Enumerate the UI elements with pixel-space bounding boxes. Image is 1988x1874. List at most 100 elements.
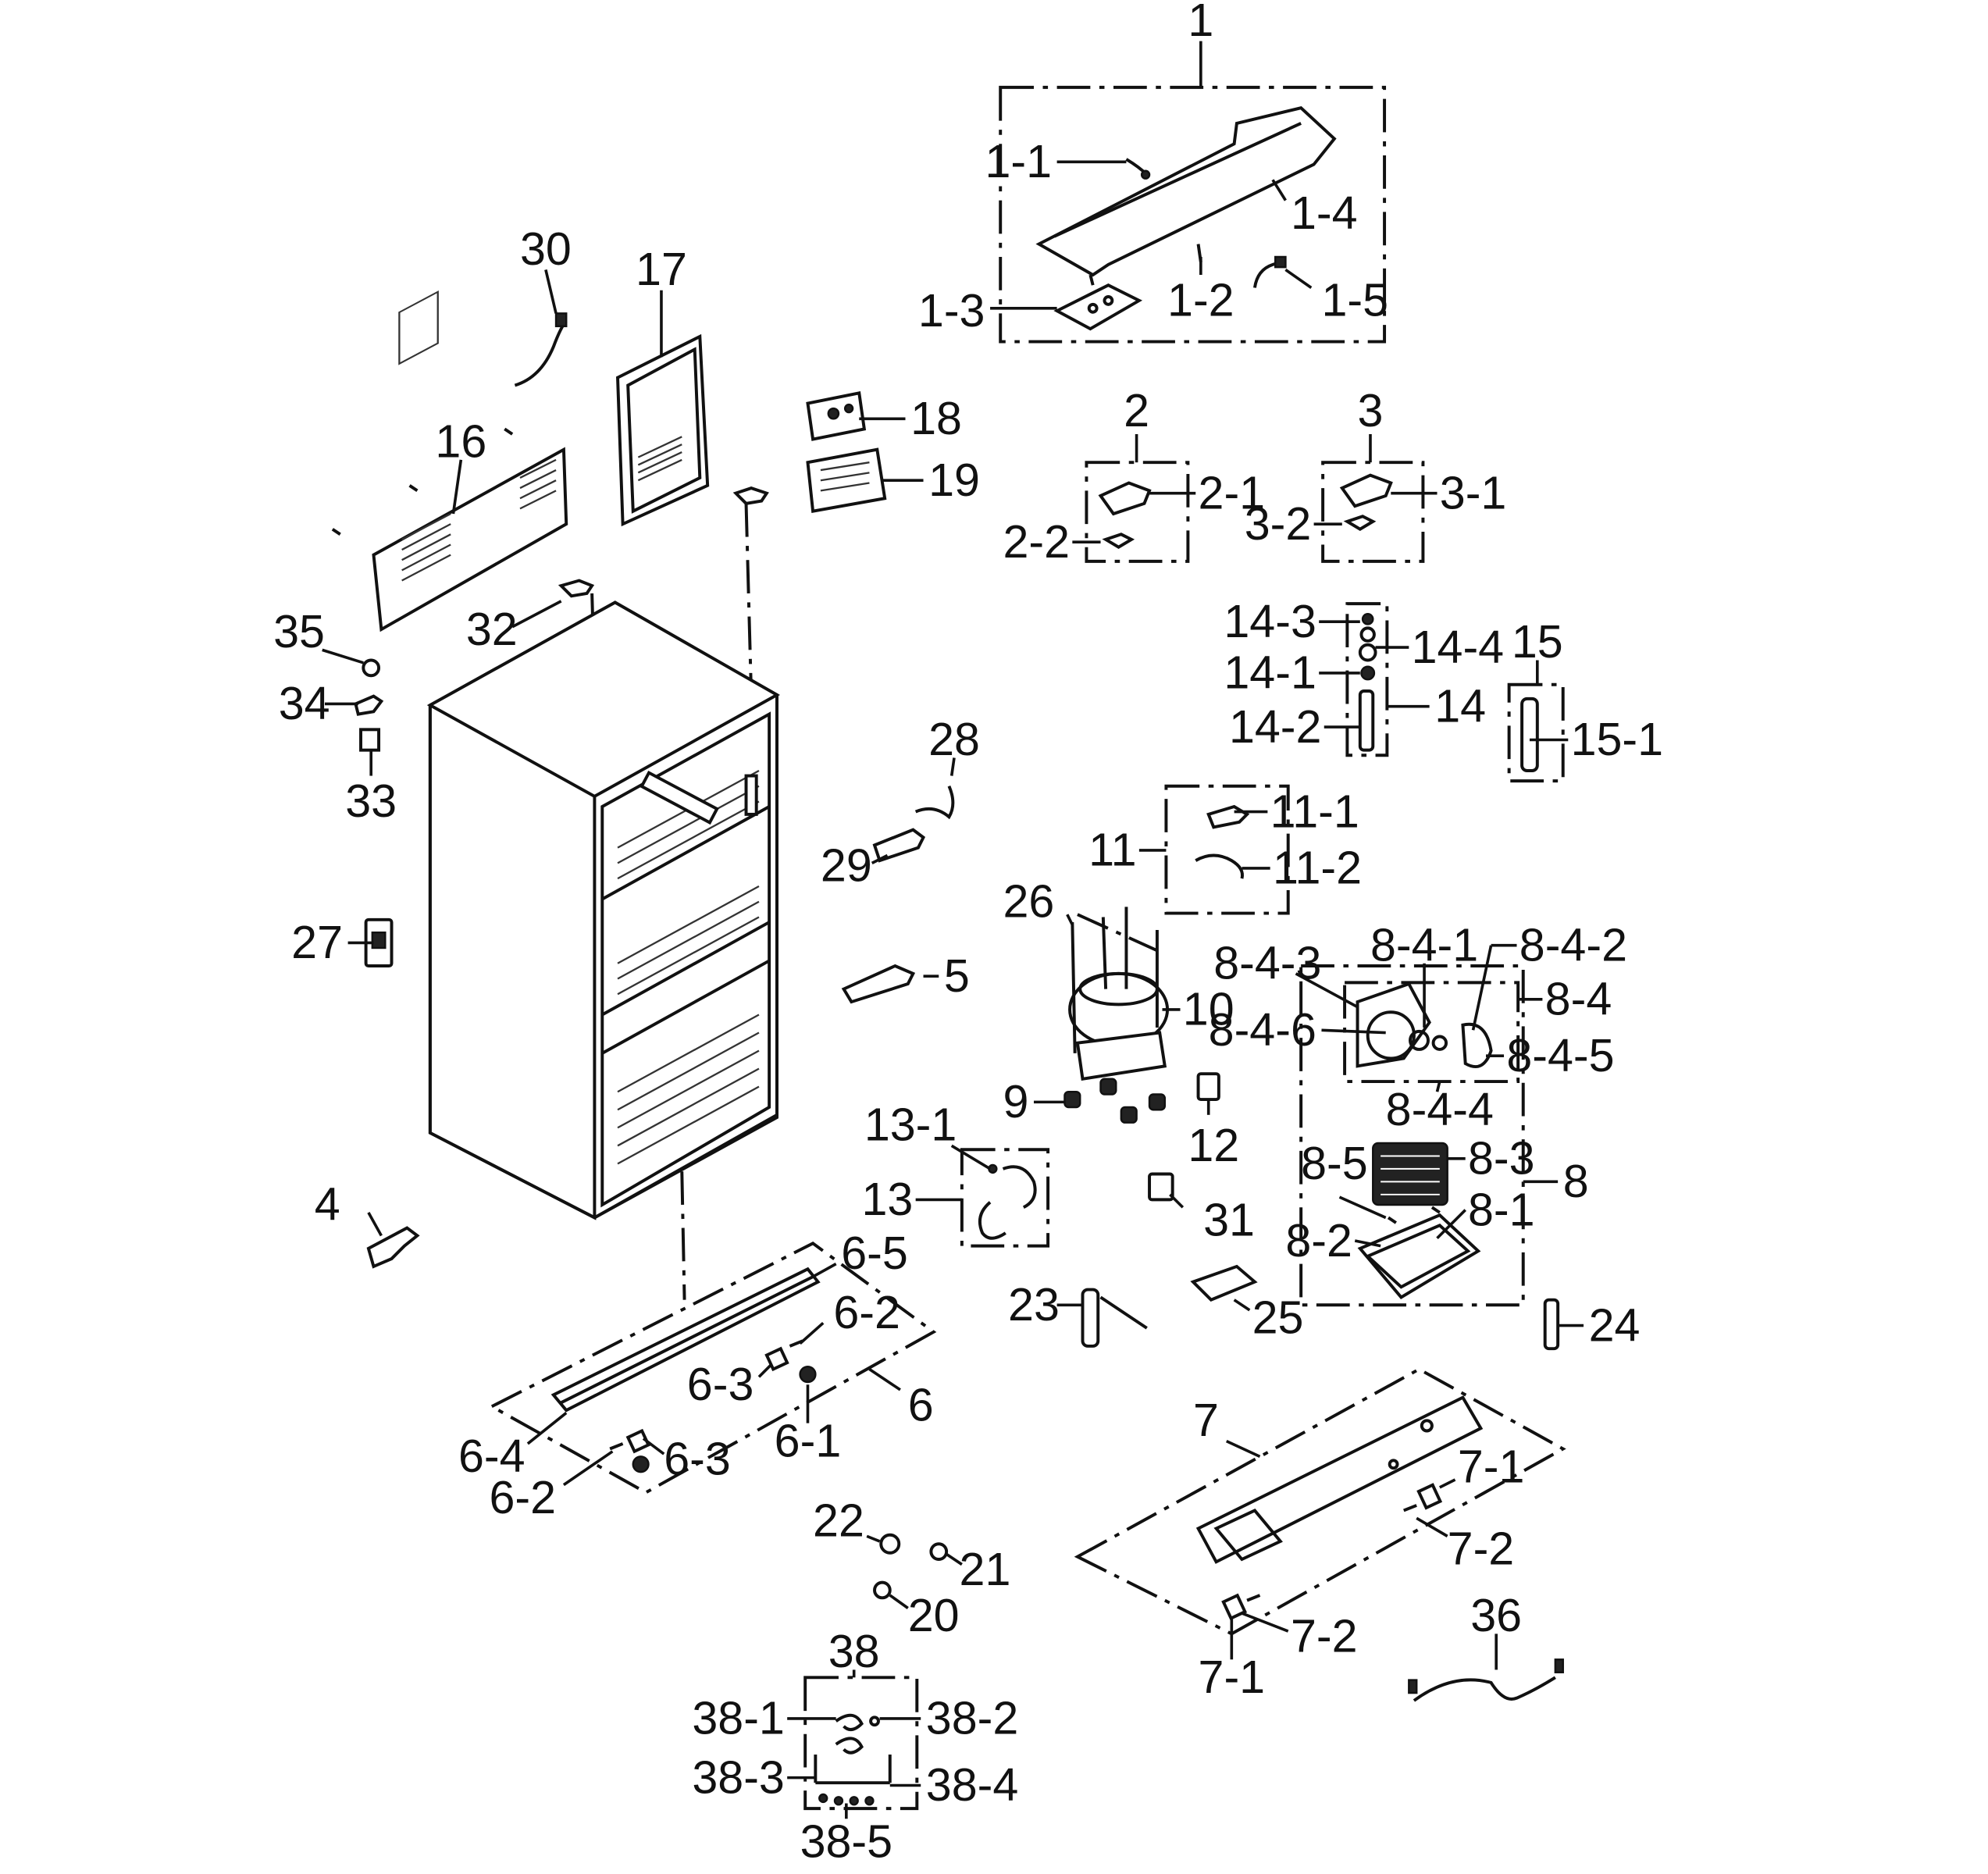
label-25: 25 — [1252, 1291, 1304, 1343]
label-6-3-upper: 6-3 — [687, 1358, 754, 1410]
refrigerator-cabinet — [426, 600, 781, 1220]
label-1: 1 — [1188, 0, 1213, 46]
label-8-4-5: 8-4-5 — [1506, 1029, 1614, 1081]
part-28-wire — [914, 785, 955, 820]
part-9-mounts — [1063, 1078, 1167, 1124]
label-23: 23 — [1008, 1278, 1060, 1331]
label-29: 29 — [821, 839, 872, 891]
label-32: 32 — [466, 603, 518, 655]
part-21 — [929, 1542, 949, 1561]
part-labels: 1 1-1 1-2 1-3 1-4 1-5 2 2-1 2-2 3 3-1 3-… — [273, 0, 1663, 1868]
part-2-1 — [1098, 481, 1152, 516]
label-16: 16 — [435, 415, 486, 468]
label-8-4-6: 8-4-6 — [1209, 1003, 1316, 1056]
label-1-2: 1-2 — [1167, 274, 1234, 326]
part-3-1 — [1339, 473, 1393, 508]
label-2: 2 — [1124, 384, 1149, 436]
group-box-38 — [803, 1676, 919, 1811]
label-11-1: 11-1 — [1270, 785, 1359, 837]
label-15-1: 15-1 — [1571, 713, 1664, 765]
label-7-1-lower: 7-1 — [1199, 1651, 1266, 1703]
part-35 — [362, 658, 381, 678]
label-8-1: 8-1 — [1468, 1183, 1535, 1235]
label-6-3-lower: 6-3 — [664, 1432, 731, 1484]
label-38: 38 — [828, 1625, 880, 1677]
part-29 — [872, 828, 926, 863]
part-2-2 — [1102, 533, 1135, 550]
part-38-assembly — [814, 1713, 892, 1806]
label-27: 27 — [291, 916, 343, 968]
label-34: 34 — [279, 677, 330, 729]
part-1-cover — [1035, 106, 1337, 331]
label-14-2: 14-2 — [1229, 700, 1322, 753]
part-24 — [1543, 1298, 1560, 1351]
label-9: 9 — [1003, 1075, 1028, 1128]
label-1-3: 1-3 — [918, 284, 985, 337]
label-6-2-lower: 6-2 — [489, 1471, 556, 1523]
part-14-assembly — [1358, 613, 1377, 752]
label-8-4-2: 8-4-2 — [1520, 918, 1627, 971]
part-15-1 — [1520, 697, 1539, 772]
part-34 — [354, 694, 384, 716]
label-20: 20 — [908, 1589, 960, 1641]
label-6-2-upper: 6-2 — [833, 1286, 900, 1338]
label-4: 4 — [315, 1178, 340, 1231]
part-16-panel — [331, 290, 568, 632]
part-20 — [873, 1580, 892, 1600]
part-30-wire — [514, 319, 568, 387]
label-6-5: 6-5 — [841, 1227, 908, 1279]
part-11-2 — [1195, 853, 1244, 879]
label-6-1: 6-1 — [775, 1414, 842, 1466]
group-box-14 — [1345, 602, 1389, 757]
label-26: 26 — [1003, 875, 1054, 928]
label-21: 21 — [960, 1543, 1011, 1595]
group-box-2 — [1085, 461, 1190, 563]
label-14: 14 — [1434, 679, 1486, 732]
label-14-1: 14-1 — [1224, 647, 1316, 699]
label-8-3: 8-3 — [1468, 1131, 1535, 1184]
label-8-4-1: 8-4-1 — [1370, 918, 1478, 971]
label-22: 22 — [813, 1494, 864, 1546]
part-18-pcb — [806, 391, 867, 441]
label-13: 13 — [862, 1173, 914, 1225]
label-2-1: 2-1 — [1199, 466, 1266, 518]
part-6-rail — [550, 1267, 821, 1473]
part-30-connector — [554, 312, 568, 328]
group-box-11 — [1164, 784, 1290, 915]
label-35: 35 — [273, 605, 325, 657]
label-11-2: 11-2 — [1273, 842, 1362, 894]
part-32-hinge — [558, 579, 595, 598]
label-6-4: 6-4 — [458, 1430, 526, 1482]
group-box-3 — [1321, 461, 1425, 563]
part-36-wire — [1413, 1676, 1556, 1702]
label-11: 11 — [1088, 824, 1136, 876]
label-10: 10 — [1183, 983, 1234, 1035]
label-38-3: 38-3 — [692, 1751, 785, 1803]
label-7-2-upper: 7-2 — [1448, 1523, 1515, 1575]
label-5: 5 — [944, 949, 970, 1002]
part-4 — [366, 1226, 420, 1269]
part-33 — [359, 728, 381, 752]
part-10-compressor — [1068, 907, 1170, 1081]
label-15: 15 — [1512, 615, 1563, 668]
label-12: 12 — [1188, 1119, 1239, 1171]
part-11-1 — [1206, 804, 1250, 829]
label-1-1: 1-1 — [985, 135, 1052, 187]
part-23 — [1081, 1288, 1148, 1348]
label-8-5: 8-5 — [1301, 1137, 1368, 1189]
part-3-2 — [1343, 515, 1377, 532]
part-31 — [1148, 1172, 1174, 1202]
label-38-4: 38-4 — [926, 1758, 1019, 1811]
label-7: 7 — [1193, 1394, 1219, 1446]
label-31: 31 — [1203, 1193, 1255, 1245]
part-8-assembly — [1356, 982, 1493, 1299]
label-8-4: 8-4 — [1545, 973, 1612, 1025]
label-14-3: 14-3 — [1224, 595, 1316, 647]
label-7-2-lower: 7-2 — [1291, 1609, 1358, 1662]
label-2-2: 2-2 — [1003, 515, 1070, 568]
label-17: 17 — [636, 243, 687, 295]
label-8-2: 8-2 — [1285, 1214, 1352, 1267]
label-3-1: 3-1 — [1440, 466, 1507, 518]
label-36: 36 — [1470, 1589, 1522, 1641]
